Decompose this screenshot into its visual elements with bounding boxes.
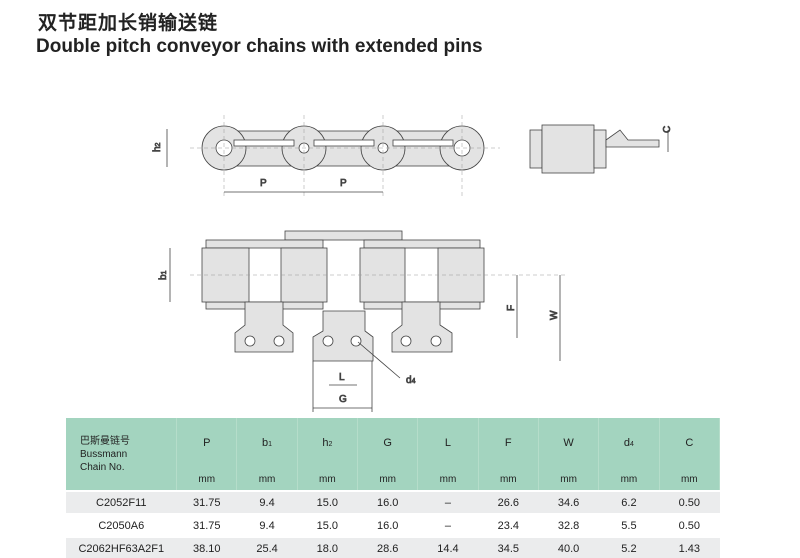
header-chain-en2: Chain No.: [80, 461, 125, 473]
label-l: L: [339, 372, 345, 383]
value-cell: 16.0: [357, 490, 418, 514]
chain-no-cell: C2050A6: [66, 513, 177, 537]
value-cell: 16.0: [357, 513, 418, 537]
header-c: C: [659, 418, 721, 468]
label-pitch-2: P: [340, 178, 347, 189]
value-cell: 23.4: [478, 513, 539, 537]
chain-no-cell: C2062HF63A2F1: [66, 536, 177, 558]
value-cell: 34.5: [478, 536, 539, 558]
label-d4: d4: [406, 375, 416, 386]
value-cell: –: [417, 490, 479, 514]
chain-technical-drawing: h2 P P C: [152, 115, 673, 412]
value-cell: 32.8: [538, 513, 599, 537]
title-english: Double pitch conveyor chains with extend…: [36, 36, 483, 57]
header-b1: b1: [236, 418, 298, 468]
header-h2: h2: [297, 418, 359, 468]
header-chain-no: 巴斯曼链号 Bussmann Chain No.: [66, 418, 178, 491]
value-cell: 1.43: [659, 536, 720, 558]
label-g: G: [339, 394, 347, 405]
unit-cell: mm: [659, 468, 721, 491]
unit-cell: mm: [478, 468, 539, 491]
header-chain-en1: Bussmann: [80, 448, 128, 460]
header-g: G: [357, 418, 419, 468]
value-cell: 5.2: [598, 536, 660, 558]
value-cell: 0.50: [659, 513, 720, 537]
title-chinese: 双节距加长销输送链: [38, 12, 219, 34]
value-cell: 34.6: [538, 490, 599, 514]
chain-spec-table: 巴斯曼链号 Bussmann Chain No. P b1 h2 G L F W…: [66, 418, 721, 558]
value-cell: 9.4: [236, 490, 298, 514]
value-cell: 15.0: [297, 490, 358, 514]
unit-cell: mm: [417, 468, 479, 491]
value-cell: 18.0: [297, 536, 358, 558]
side-view: [529, 124, 669, 174]
label-f: F: [506, 305, 517, 311]
label-w: W: [549, 310, 560, 320]
header-d4: d4: [598, 418, 660, 468]
chain-no-cell: C2052F11: [66, 490, 177, 514]
value-cell: 5.5: [598, 513, 660, 537]
value-cell: 26.6: [478, 490, 539, 514]
header-l: L: [417, 418, 479, 468]
label-c: C: [662, 126, 673, 133]
value-cell: 9.4: [236, 513, 298, 537]
value-cell: 15.0: [297, 513, 358, 537]
label-b1: b1: [158, 270, 169, 280]
value-cell: 31.75: [176, 490, 237, 514]
label-h2: h2: [152, 142, 163, 152]
value-cell: 38.10: [176, 536, 237, 558]
unit-cell: mm: [236, 468, 298, 491]
unit-cell: mm: [297, 468, 359, 491]
value-cell: 28.6: [357, 536, 418, 558]
unit-cell: mm: [538, 468, 600, 491]
unit-cell: mm: [357, 468, 419, 491]
value-cell: 25.4: [236, 536, 298, 558]
unit-cell: mm: [176, 468, 238, 491]
label-pitch-1: P: [260, 178, 267, 189]
plan-view: [169, 230, 565, 412]
value-cell: 6.2: [598, 490, 660, 514]
header-w: W: [538, 418, 600, 468]
value-cell: 31.75: [176, 513, 237, 537]
top-view: [166, 115, 500, 196]
unit-cell: mm: [598, 468, 660, 491]
header-f: F: [478, 418, 539, 468]
value-cell: 0.50: [659, 490, 720, 514]
value-cell: 14.4: [417, 536, 479, 558]
header-p: P: [176, 418, 238, 468]
value-cell: 40.0: [538, 536, 599, 558]
header-chain-cn: 巴斯曼链号: [80, 435, 130, 447]
value-cell: –: [417, 513, 479, 537]
